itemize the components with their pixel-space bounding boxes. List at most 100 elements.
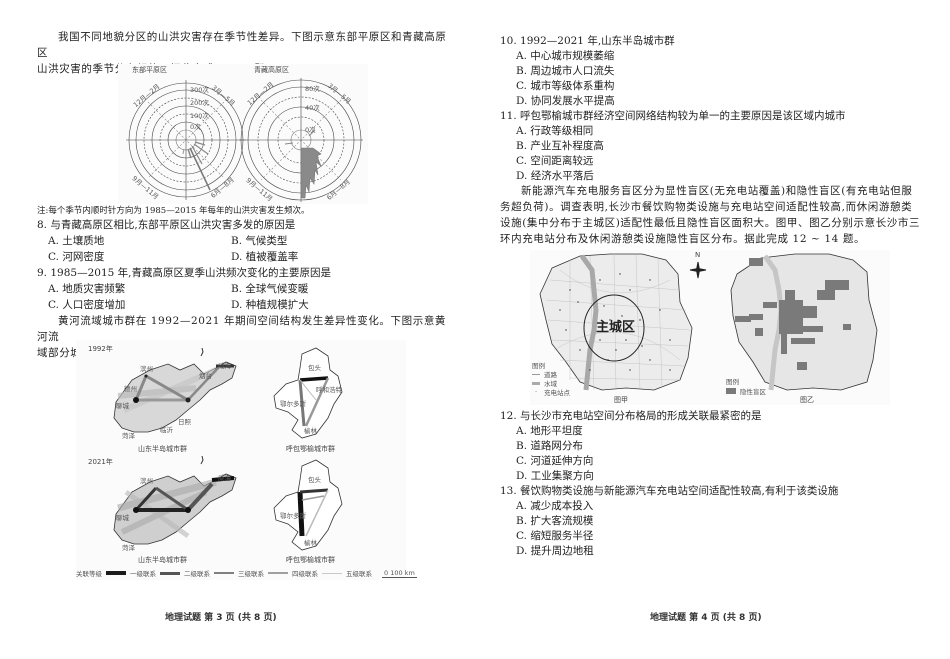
station-dot-icon: · <box>534 388 538 396</box>
q12-option-a[interactable]: A. 地形平坦度 <box>516 425 583 437</box>
city-label-heze: 菏泽 <box>122 432 135 440</box>
q13-option-b[interactable]: B. 扩大客流规模 <box>516 515 594 527</box>
polar-charts-graphic <box>126 78 363 202</box>
footer-page-4: 地理试题 第 4 页 (共 8 页) <box>650 613 762 623</box>
ring-label-300: 300次 <box>190 86 209 94</box>
polar-right-title: 青藏高原区 <box>254 66 289 74</box>
q9-option-b[interactable]: B. 全球气候变暖 <box>231 283 309 295</box>
city-cluster-map-figure: 1992年 2021年 <box>76 340 417 580</box>
changsha-maps-graphic <box>539 253 878 391</box>
water-swatch <box>532 381 540 385</box>
north-arrow-label: N <box>695 251 701 259</box>
ring-label-100: 100次 <box>190 112 209 120</box>
legend-blind-zone-label: 隐性盲区 <box>740 388 766 396</box>
ring-label-80: 80次 <box>305 85 320 93</box>
blind-zone-swatch <box>726 388 736 394</box>
legend-a-water: 水域 <box>532 378 557 388</box>
q11-option-c[interactable]: C. 空间距离较远 <box>516 155 594 167</box>
q9-stem: 9. 1985—2015 年,青藏高原区夏季山洪频次变化的主要原因是 <box>37 267 331 279</box>
legend-a-title: 图例 <box>532 362 545 370</box>
legend-b-blind-zone: 隐性盲区 <box>726 386 766 396</box>
legend-level2-swatch <box>160 571 180 575</box>
q8-stem: 8. 与青藏高原区相比,东部平原区山洪灾害多发的原因是 <box>37 219 296 231</box>
hubaoeyu-caption-1992: 呼包鄂榆城市群 <box>286 445 335 453</box>
q12-option-d[interactable]: D. 工业集聚方向 <box>516 470 594 482</box>
q13-option-c[interactable]: C. 缩短服务半径 <box>516 530 594 542</box>
legend-level3-label: 三级联系 <box>238 570 264 578</box>
legend-station-label: 充电站点 <box>544 389 570 397</box>
legend-level2-label: 二级联系 <box>184 570 210 578</box>
polar-note: 注:每个季节内顺时针方向为 1985—2015 年每年的山洪灾害发生频次。 <box>37 206 310 216</box>
q10-option-b[interactable]: B. 周边城市人口流失 <box>516 65 615 77</box>
intro-12-14-line3: 设施(集中分布于主城区)适配性最低且隐性盲区面积大。图甲、图乙分别示意长沙市三 <box>500 217 921 229</box>
q8-option-c[interactable]: C. 河网密度 <box>48 251 105 263</box>
q10-option-d[interactable]: D. 协同发展水平提高 <box>516 95 615 107</box>
legend-level5-swatch <box>322 572 342 574</box>
legend-level1-swatch <box>106 571 126 575</box>
legend-level5-label: 五级联系 <box>346 570 372 578</box>
q13-option-a[interactable]: A. 减少成本投入 <box>516 500 594 512</box>
city-label-yantai: 烟台 <box>199 372 212 380</box>
intro-8-9-line1: 我国不同地貌分区的山洪灾害存在季节性差异。下图示意东部平原区和青藏高原区 <box>37 31 447 59</box>
legend-level3-swatch <box>214 572 234 574</box>
legend-title: 关联等级 <box>76 570 102 578</box>
q11-option-b[interactable]: B. 产业互补程度高 <box>516 140 604 152</box>
city-label-hohhot: 呼和浩特 <box>316 386 342 394</box>
q13-stem: 13. 餐饮购物类设施与新能源汽车充电站空间适配性较高,有利于该类设施 <box>500 485 839 497</box>
legend-water-label: 水域 <box>544 380 557 388</box>
legend-a-station: · 充电站点 <box>532 387 570 397</box>
year-1992-label: 1992年 <box>88 345 113 353</box>
legend-road-label: 道路 <box>544 371 557 379</box>
q13-option-d[interactable]: D. 提升周边地租 <box>516 545 594 557</box>
q10-option-a[interactable]: A. 中心城市规模萎缩 <box>516 50 615 62</box>
q12-option-b[interactable]: B. 道路网分布 <box>516 440 583 452</box>
scale-bar: 0 100 km <box>382 568 417 578</box>
city-label-yulin-2021: 榆林 <box>304 539 317 547</box>
ring-label-200: 200次 <box>190 99 209 107</box>
legend-level1-label: 一级联系 <box>130 570 156 578</box>
polar-figure: 东部平原区 青藏高原区 <box>118 64 368 204</box>
q8-option-a[interactable]: A. 土壤质地 <box>48 235 105 247</box>
city-label-baotou-2021: 包头 <box>308 476 321 484</box>
q11-option-d[interactable]: D. 经济水平落后 <box>516 170 594 182</box>
changsha-figure: 主城区 N 图例 道路 水域 ·充电站点 图甲 图例 隐性盲区 图乙 <box>530 250 890 405</box>
city-label-binzhou: 滨州 <box>140 365 153 373</box>
road-swatch <box>532 373 540 375</box>
q11-option-a[interactable]: A. 行政等级相同 <box>516 125 594 137</box>
shandong-caption-1992: 山东半岛城市群 <box>138 445 187 453</box>
shandong-caption-2021: 山东半岛城市群 <box>138 556 187 564</box>
intro-12-14: 新能源汽车充电服务盲区分为显性盲区(无充电站覆盖)和隐性盲区(有充电站但服 务超… <box>500 183 930 247</box>
legend-level4-label: 四级联系 <box>292 570 318 578</box>
exam-page-3: 我国不同地貌分区的山洪灾害存在季节性差异。下图示意东部平原区和青藏高原区 山洪灾… <box>37 31 447 623</box>
q9-option-c[interactable]: C. 人口密度增加 <box>48 299 126 311</box>
polar-left-title: 东部平原区 <box>132 66 167 74</box>
city-label-liaocheng-2021: 聊城 <box>116 514 129 522</box>
intro-12-14-line4: 环内充电站分布及休闲游憩类设施隐性盲区分布。据此完成 12 ~ 14 题。 <box>500 233 866 245</box>
legend-b-title: 图例 <box>726 378 739 386</box>
legend-a-road: 道路 <box>532 369 557 379</box>
ring-label-0-right: 0次 <box>305 126 316 134</box>
q8-option-d[interactable]: D. 植被覆盖率 <box>231 251 299 263</box>
city-cluster-maps-graphic <box>113 347 343 551</box>
q12-stem: 12. 与长沙市充电站空间分布格局的形成关联最紧密的是 <box>500 410 762 422</box>
intro-12-14-line1: 新能源汽车充电服务盲区分为显性盲区(无充电站覆盖)和隐性盲区(有充电站但服 <box>521 185 913 197</box>
ring-label-0: 0次 <box>190 123 201 131</box>
city-label-weihai-2021: 威海 <box>218 474 231 482</box>
q10-option-c[interactable]: C. 城市等级体系重构 <box>516 80 615 92</box>
city-label-heze-2021: 菏泽 <box>122 544 135 552</box>
link-level-legend: 关联等级 一级联系 二级联系 三级联系 四级联系 五级联系 0 100 km <box>76 568 417 578</box>
main-district-label: 主城区 <box>596 320 636 335</box>
q9-option-a[interactable]: A. 地质灾害频繁 <box>48 283 126 295</box>
q9-option-d[interactable]: D. 种植规模扩大 <box>231 299 309 311</box>
caption-figure-b: 图乙 <box>800 396 814 404</box>
city-label-rizhao: 日照 <box>178 418 191 426</box>
ring-label-40: 40次 <box>305 104 320 112</box>
city-label-baotou: 包头 <box>308 364 321 372</box>
city-label-linyi: 临沂 <box>160 426 173 434</box>
city-label-liaocheng: 聊城 <box>116 402 129 410</box>
intro-10-11-line1: 黄河流域城市群在 1992—2021 年期间空间结构发生差异性变化。下图示意黄河… <box>37 315 447 343</box>
q11-stem: 11. 呼包鄂榆城市群经济空间网络结构较为单一的主要原因是该区域内城市 <box>500 110 846 122</box>
footer-page-3: 地理试题 第 3 页 (共 8 页) <box>165 613 277 623</box>
q8-option-b[interactable]: B. 气候类型 <box>231 235 288 247</box>
q12-option-c[interactable]: C. 河道延伸方向 <box>516 455 594 467</box>
